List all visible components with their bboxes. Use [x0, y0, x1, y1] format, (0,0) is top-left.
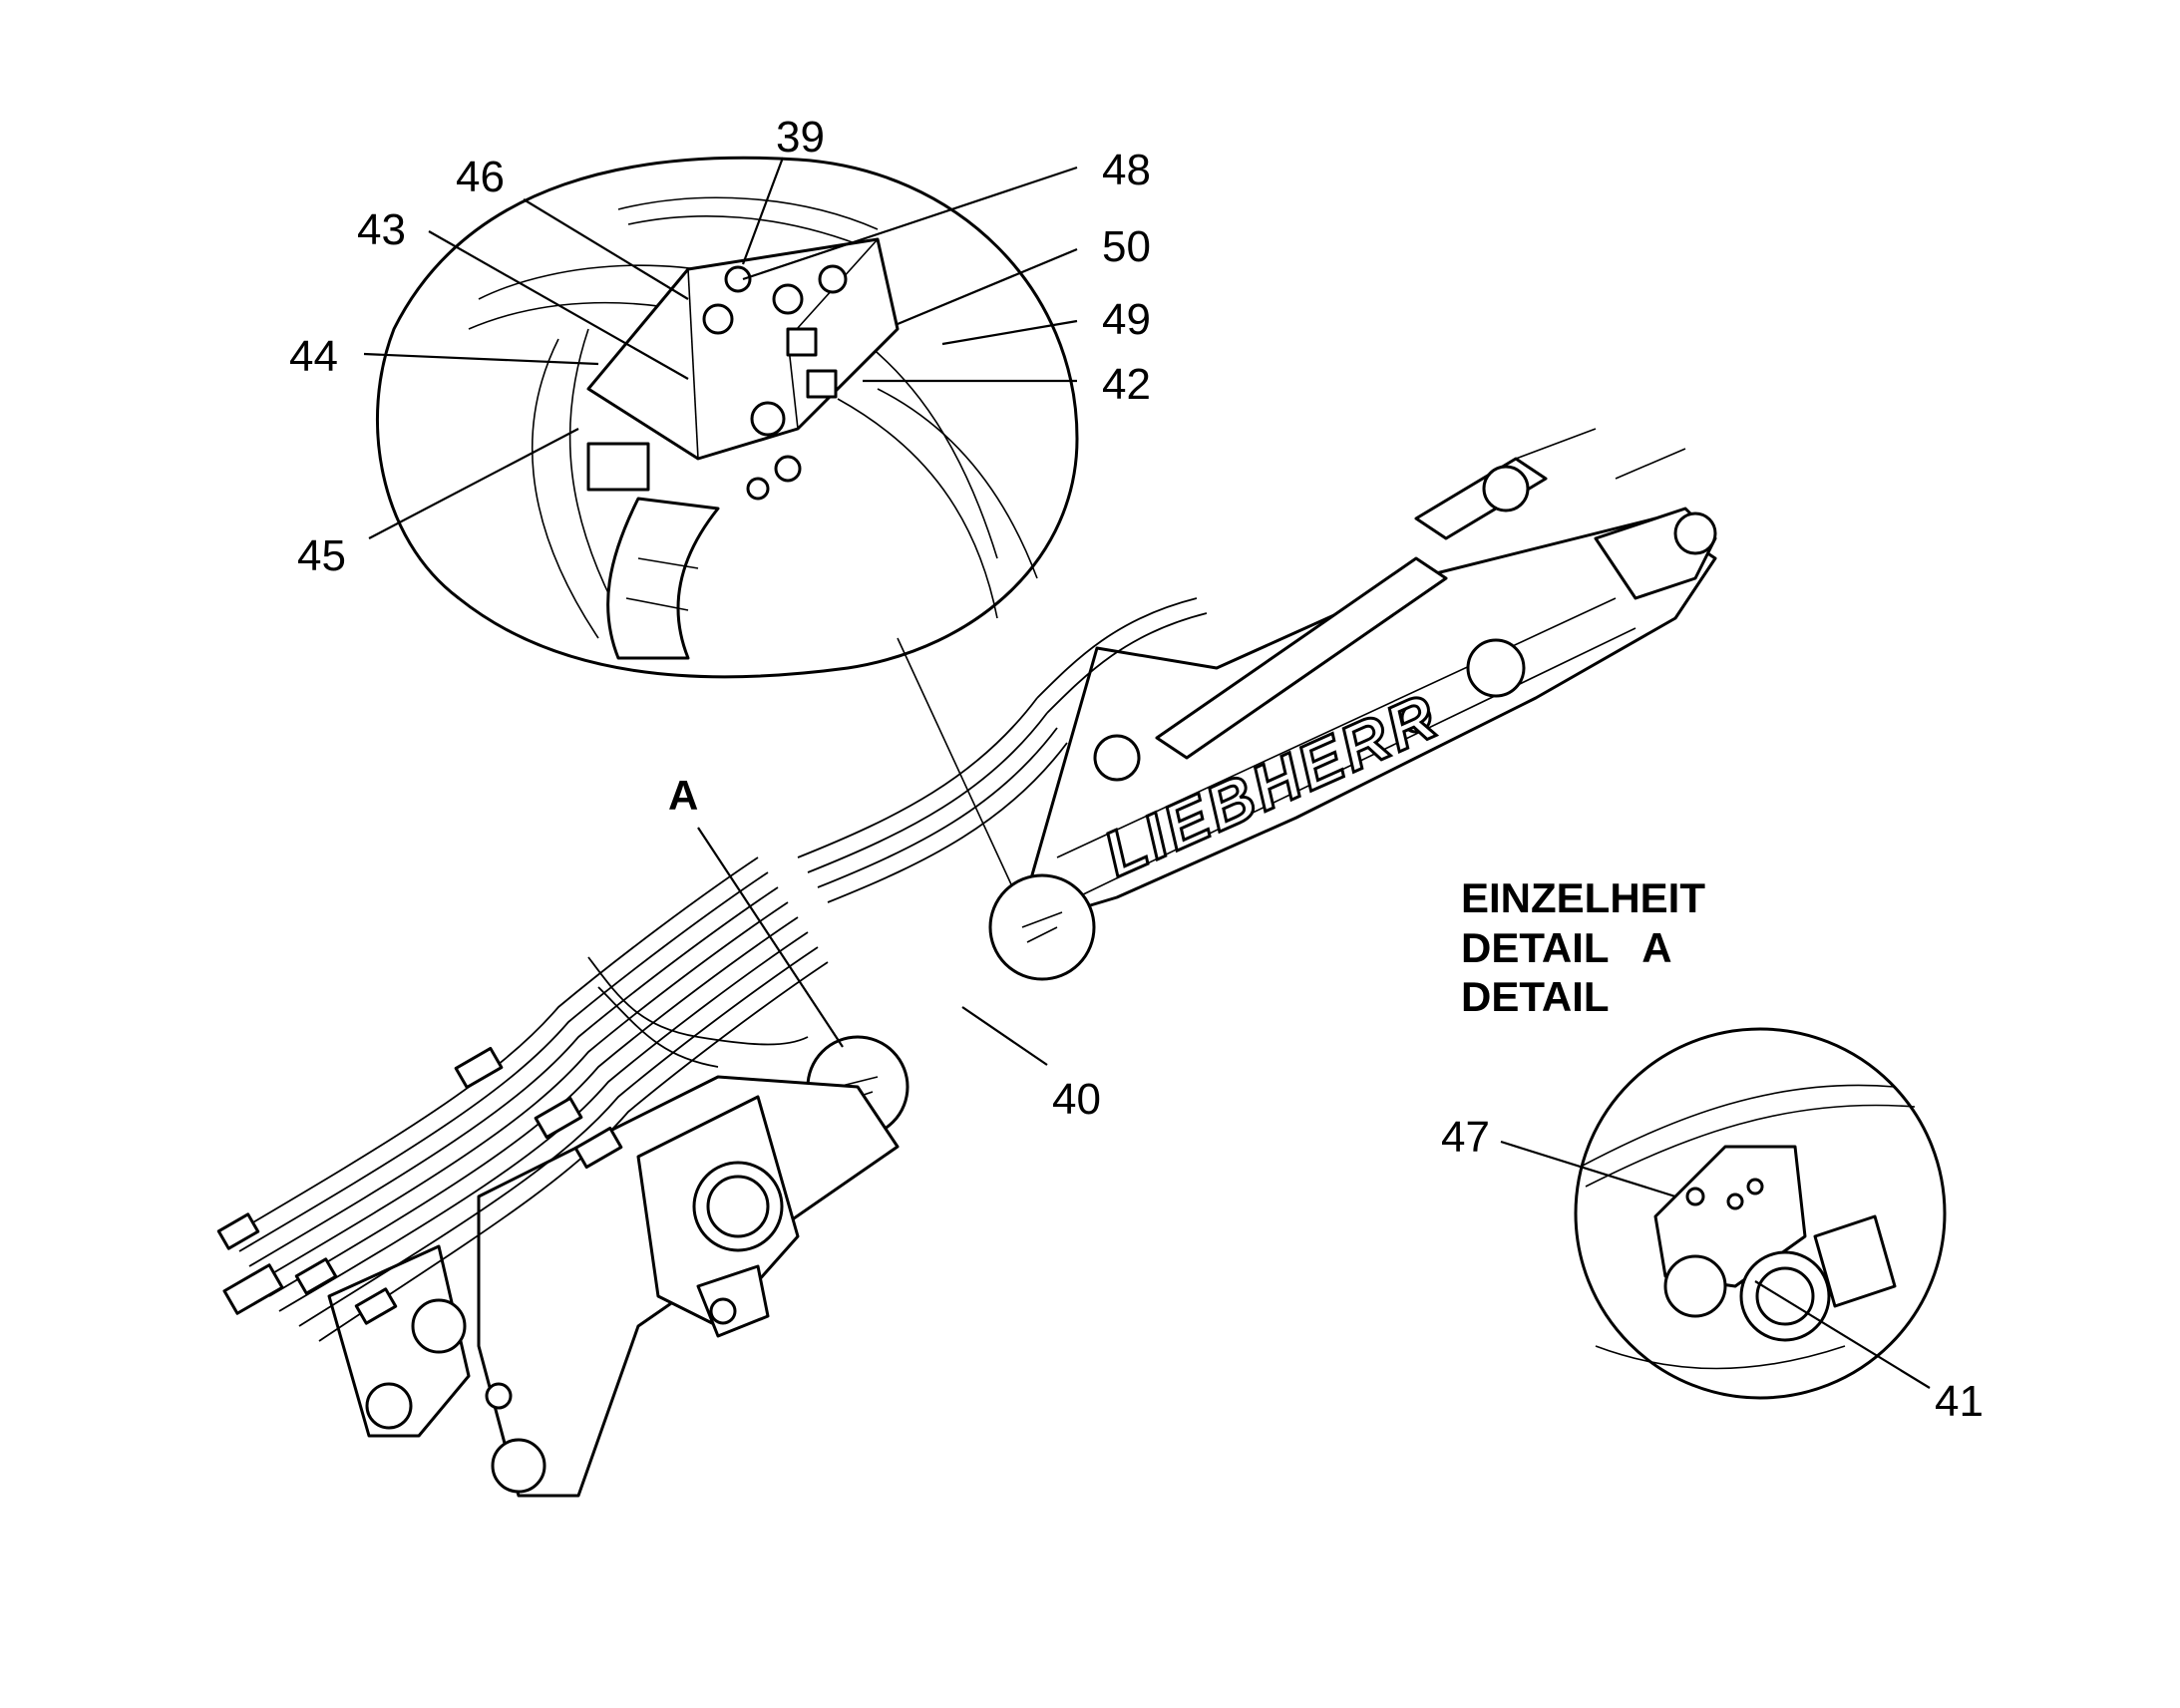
- callout-43: 43: [357, 205, 406, 254]
- callout-44: 44: [289, 332, 338, 381]
- callout-49: 49: [1102, 295, 1151, 344]
- callout-45: 45: [297, 531, 346, 580]
- detail-marker-a: A: [668, 772, 698, 819]
- inset-circle-upper: [988, 873, 1096, 981]
- callout-labels: 39 40 41 42 43 44 45 46 47 48 49 50 A: [289, 113, 1984, 1426]
- leader-lines: [363, 157, 1931, 1389]
- detail-title-line2: DETAIL A: [1461, 924, 1672, 971]
- detail-title-block: EINZELHEIT DETAIL A DETAIL: [1461, 874, 1705, 1020]
- callout-48: 48: [1102, 146, 1151, 194]
- callout-47: 47: [1441, 1113, 1490, 1162]
- callout-39: 39: [776, 113, 825, 162]
- detail-a-view: [1574, 1027, 1947, 1400]
- detail-leader-line: [897, 637, 1018, 898]
- callout-50: 50: [1102, 222, 1151, 271]
- detail-title-line3: DETAIL: [1461, 973, 1610, 1020]
- callout-40: 40: [1052, 1075, 1101, 1124]
- boom-assembly: LIEBHERR: [216, 428, 1717, 1498]
- valve-detail-view: [376, 156, 1079, 679]
- callout-46: 46: [456, 153, 505, 201]
- detail-title-line1: EINZELHEIT: [1461, 874, 1705, 921]
- callout-41: 41: [1935, 1377, 1984, 1426]
- callout-42: 42: [1102, 360, 1151, 409]
